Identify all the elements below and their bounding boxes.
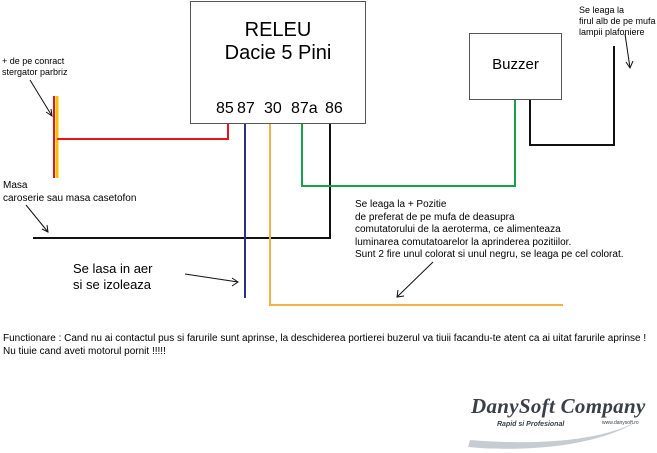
description: Functionare : Cand nu ai contactul pus s… xyxy=(3,333,646,358)
wire-green-87a xyxy=(301,100,516,187)
wire-black-86 xyxy=(33,122,331,239)
note-aer: Se lasa in aer si se izoleaza xyxy=(73,261,153,293)
note-pozitie-line: comutatorului de la aeroterma, ce alimen… xyxy=(355,224,561,235)
arrow-aer-head xyxy=(231,277,239,287)
pin-86-label: 86 xyxy=(325,100,343,117)
note-wiper: + de pe conract stergator parbriz xyxy=(2,56,68,78)
relay-subtitle: Dacie 5 Pini xyxy=(224,42,332,64)
buzzer-box: Buzzer xyxy=(469,33,562,100)
arrow-pozitie xyxy=(396,261,434,298)
pin-87-label: 87 xyxy=(237,100,255,117)
pin-87a-label: 87a xyxy=(291,100,318,117)
wire-black-buzzer xyxy=(529,46,615,146)
wire-orange-30 xyxy=(269,122,563,306)
relay-title: RELEU xyxy=(244,19,312,41)
note-plafoniera-line: firul alb de pe mufa xyxy=(579,16,656,26)
note-masa: Masa caroserie sau masa casetofon xyxy=(3,180,136,205)
description-line: Functionare : Cand nu ai contactul pus s… xyxy=(3,333,647,344)
logo-url: www.danysoft.ro xyxy=(602,420,639,426)
arrow-aer xyxy=(184,273,239,283)
note-pozitie-line: luminarea comutatoarelor la aprinderea p… xyxy=(355,236,572,248)
wire-red-85 xyxy=(57,122,229,140)
note-pozitie-line: Se leaga la + Pozitie xyxy=(355,199,447,210)
relay-box: RELEU Dacie 5 Pini 85 87 30 87a 86 xyxy=(190,1,366,124)
note-plafoniera: Se leaga la firul alb de pe mufa lampii … xyxy=(579,5,656,38)
arrow-masa xyxy=(25,204,49,233)
note-pozitie-line: de preferat de pe mufa de deasupra xyxy=(355,211,515,223)
logo-tagline: Rapid si Profesional xyxy=(497,421,565,428)
description-line: Nu tiuie cand aveti motorul pornit !!!!! xyxy=(3,345,166,357)
note-plafoniera-line: lampii plafoniere xyxy=(579,27,645,37)
arrow-pozitie-head xyxy=(396,289,405,298)
logo-swoosh xyxy=(468,418,642,449)
buzzer-label: Buzzer xyxy=(492,56,539,73)
pin-30-label: 30 xyxy=(264,100,282,117)
arrow-wiper xyxy=(29,79,53,117)
note-plafoniera-line: Se leaga la xyxy=(579,5,625,15)
note-masa-line: Masa xyxy=(3,180,28,191)
arrow-plafoniera-head xyxy=(625,60,634,70)
pin-85-label: 85 xyxy=(216,100,234,117)
arrow-wiper-head xyxy=(45,108,53,118)
note-wiper-line: stergator parbriz xyxy=(2,67,68,77)
note-aer-line: si se izoleaza xyxy=(73,277,152,292)
arrow-plafoniera xyxy=(624,33,631,69)
logo-name: DanySoft Company xyxy=(471,394,646,418)
note-aer-line: Se lasa in aer xyxy=(73,261,153,276)
arrow-masa-head xyxy=(41,224,49,233)
note-pozitie-line: Sunt 2 fire unul colorat si unul negru, … xyxy=(355,249,624,260)
note-wiper-line: + de pe conract xyxy=(2,56,65,66)
note-masa-line: caroserie sau masa casetofon xyxy=(3,192,137,204)
note-pozitie: Se leaga la + Pozitie de preferat de pe … xyxy=(355,199,624,262)
